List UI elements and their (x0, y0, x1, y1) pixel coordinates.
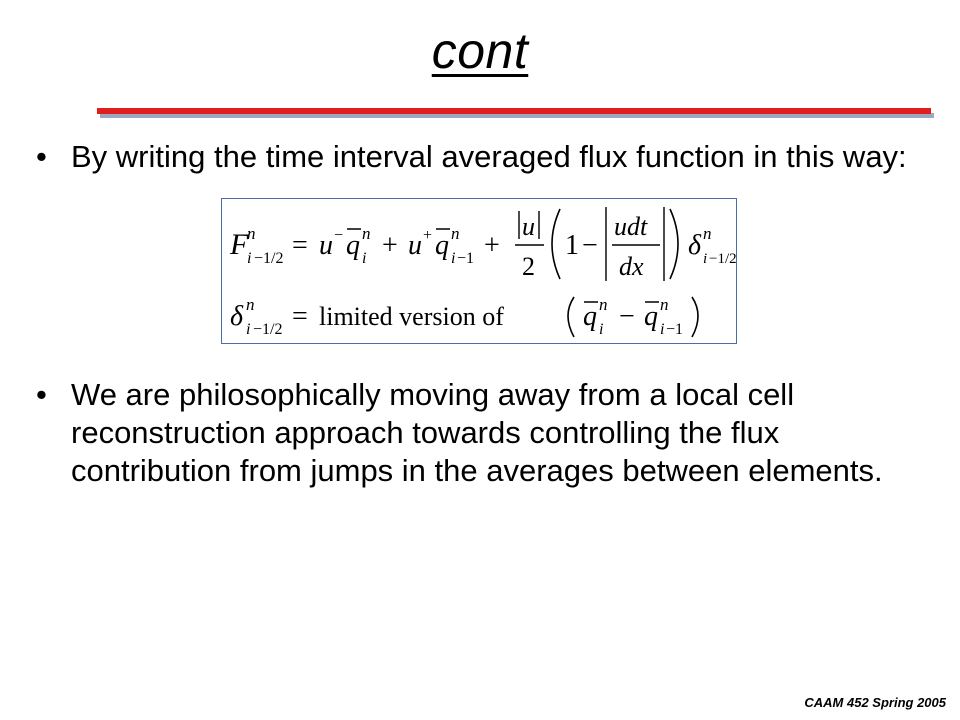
svg-text:q: q (435, 230, 449, 261)
svg-text:+: + (382, 230, 398, 261)
svg-text:i: i (246, 321, 250, 338)
svg-text:=: = (292, 301, 308, 332)
bullet-text: We are philosophically moving away from … (71, 377, 883, 488)
bullet-item-2: • We are philosophically moving away fro… (36, 376, 946, 490)
svg-text:−: − (582, 230, 598, 261)
svg-text:n: n (451, 224, 460, 243)
svg-text:2: 2 (522, 252, 535, 281)
flux-equations: F n i −1/2 = u − q n i + u + q n i −1 + … (229, 207, 736, 338)
svg-text:q: q (583, 301, 597, 332)
svg-text:1: 1 (565, 230, 579, 261)
svg-text:u: u (408, 230, 422, 261)
bullet-marker: • (36, 139, 47, 174)
bullet-text: By writing the time interval averaged fl… (71, 139, 907, 174)
svg-text:dx: dx (619, 252, 644, 281)
svg-text:u: u (319, 230, 333, 261)
equation-box: F n i −1/2 = u − q n i + u + q n i −1 + … (221, 198, 737, 344)
svg-text:n: n (660, 295, 669, 314)
svg-text:i: i (703, 251, 707, 267)
title-rule (97, 108, 931, 114)
svg-text:−: − (334, 227, 343, 244)
equation-flux: F n i −1/2 = u − q n i + u + q n i −1 + … (229, 207, 736, 281)
bullet-item-1: • By writing the time interval averaged … (36, 138, 946, 176)
svg-text:=: = (292, 230, 308, 261)
svg-text:q: q (644, 301, 658, 332)
slide-title: cont (431, 23, 529, 79)
svg-text:i: i (599, 321, 603, 338)
bullet-marker: • (36, 377, 47, 412)
equation-delta: δ n i −1/2 = limited version of q n i − … (230, 295, 699, 338)
svg-text:δ: δ (230, 301, 244, 332)
svg-text:−1/2: −1/2 (253, 321, 282, 338)
svg-text:n: n (246, 295, 255, 314)
svg-text:−: − (619, 301, 635, 332)
svg-text:i: i (362, 250, 366, 267)
svg-text:q: q (346, 230, 360, 261)
svg-text:−1: −1 (666, 321, 683, 338)
title-rule-shadow (100, 113, 934, 118)
svg-text:i: i (247, 250, 251, 267)
svg-text:+: + (484, 230, 500, 261)
svg-text:n: n (703, 224, 712, 243)
svg-text:u: u (522, 212, 535, 241)
svg-text:+: + (423, 227, 432, 244)
svg-text:i: i (660, 321, 664, 338)
svg-text:i: i (451, 250, 455, 267)
svg-text:n: n (362, 224, 371, 243)
svg-text:F: F (229, 228, 249, 261)
svg-text:n: n (247, 224, 256, 243)
svg-text:δ: δ (688, 230, 702, 261)
svg-text:n: n (599, 295, 608, 314)
svg-text:udt: udt (614, 212, 648, 241)
equation-text: limited version of (319, 302, 504, 331)
svg-text:−1/2: −1/2 (709, 251, 736, 267)
footer-course-label: CAAM 452 Spring 2005 (804, 695, 946, 710)
svg-text:−1: −1 (457, 250, 474, 267)
svg-text:−1/2: −1/2 (254, 250, 283, 267)
